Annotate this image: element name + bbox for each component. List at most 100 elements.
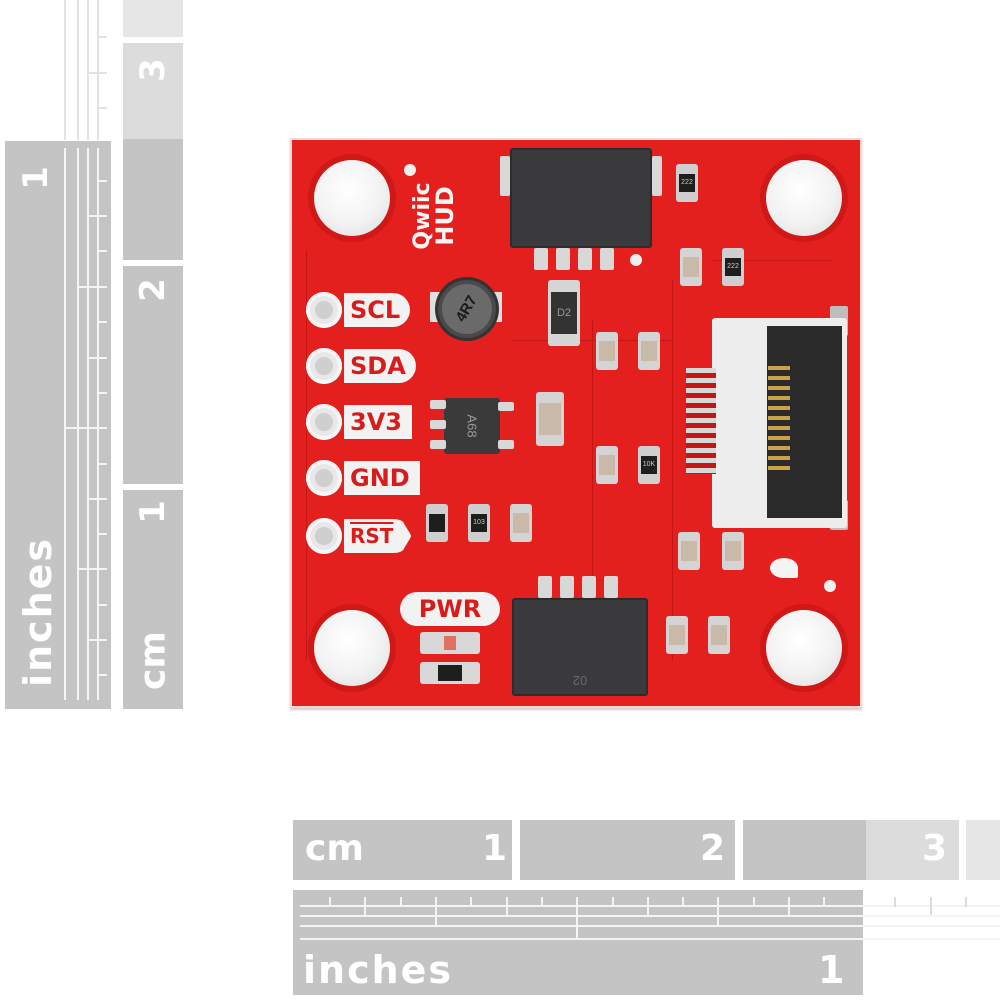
ruler-tick (89, 72, 107, 74)
led-resistor (420, 662, 480, 684)
connector-pin-pad (600, 248, 614, 270)
ruler-tick (97, 463, 107, 465)
ruler-line (64, 0, 66, 140)
connector-pin-pad (556, 248, 570, 270)
fiducial-dot (630, 254, 642, 266)
diode: D2 (548, 280, 580, 346)
ruler-line (97, 148, 99, 700)
connector-pin-pad (582, 576, 596, 598)
regulator-lead (498, 440, 514, 449)
ruler-tick (89, 498, 107, 500)
pin-label-gnd: GND (344, 461, 420, 495)
ruler-line (300, 905, 1000, 907)
ruler-tick (647, 897, 649, 915)
ruler-tick (329, 897, 331, 907)
capacitor (536, 392, 564, 446)
ruler-tick (682, 897, 684, 907)
resistor-10k: 10K (638, 446, 660, 484)
qwiic-connector-top[interactable] (500, 148, 662, 248)
pin-hole-3v3[interactable] (306, 404, 342, 440)
ruler-line (77, 148, 79, 700)
connector-pin-pad (538, 576, 552, 598)
inductor: 4R7 (432, 274, 502, 344)
left-cm-unit-label: cm (132, 631, 174, 690)
fiducial-dot (824, 580, 836, 592)
ruler-tick (506, 897, 508, 915)
left-cm-number: 3 (133, 58, 173, 82)
ruler-line (87, 148, 89, 700)
bottom-cm-number: 2 (700, 828, 726, 869)
ruler-tick (97, 250, 107, 252)
pin-hole-sda[interactable] (306, 348, 342, 384)
regulator-lead (430, 440, 446, 449)
ruler-tick (79, 568, 107, 570)
resistor-222: 222 (676, 164, 698, 202)
connector-pin-pad (534, 248, 548, 270)
mounting-hole (766, 160, 842, 236)
capacitor (722, 532, 744, 570)
ruler-line (77, 0, 79, 140)
ruler-tick (97, 36, 107, 38)
ruler-tick (97, 107, 107, 109)
ruler-tick (66, 427, 107, 429)
regulator-lead (498, 402, 514, 411)
ruler-tick (97, 674, 107, 676)
ruler-line (87, 0, 89, 140)
cm-ruler-segment (520, 820, 735, 880)
diode-marking: D2 (551, 292, 577, 334)
qwiic-connector-bottom[interactable]: 02 (512, 598, 648, 696)
ruler-tick (89, 215, 107, 217)
ruler-tick (364, 897, 366, 915)
bottom-inch-number: 1 (818, 948, 845, 992)
qwiic-hud-board: Qwiic HUD SCL SDA 3V3 GND RST 4R7 D2 A68 (290, 138, 862, 708)
pin-label-rst: RST (344, 519, 412, 553)
ruler-tick (97, 392, 107, 394)
ruler-line (300, 938, 1000, 940)
connector-pin-pad (604, 576, 618, 598)
connector-anchor (652, 156, 662, 196)
ffc-contacts (768, 366, 790, 476)
resistor (426, 504, 448, 542)
resistor-103: 103 (468, 504, 490, 542)
connector-marking: 02 (572, 673, 588, 688)
pcb-trace (712, 260, 832, 261)
capacitor (638, 332, 660, 370)
ruler-tick (576, 897, 578, 938)
ruler-line (300, 915, 1000, 917)
ffc-pins (686, 368, 716, 474)
regulator-lead (430, 420, 446, 429)
bottom-cm-number: 1 (482, 828, 508, 869)
pin-hole-rst[interactable] (306, 518, 342, 554)
ruler-line (300, 925, 1000, 927)
pin-hole-gnd[interactable] (306, 460, 342, 496)
left-cm-number: 2 (133, 278, 173, 302)
capacitor (596, 332, 618, 370)
capacitor (510, 504, 532, 542)
fiducial-dot (404, 164, 416, 176)
mounting-hole (314, 610, 390, 686)
ruler-tick (89, 639, 107, 641)
pcb-trace (306, 250, 307, 660)
pin-hole-scl[interactable] (306, 292, 342, 328)
resistor-body (438, 665, 462, 681)
connector-pin-pad (578, 248, 592, 270)
ruler-tick (89, 357, 107, 359)
cm-ruler-segment (123, 139, 183, 260)
ruler-line (97, 0, 99, 140)
led-lens (444, 636, 456, 650)
ruler-tick (400, 897, 402, 907)
ruler-tick (753, 897, 755, 907)
pin-label-3v3: 3V3 (344, 405, 412, 439)
left-cm-number: 1 (133, 500, 173, 524)
board-title: Qwiic HUD (410, 156, 459, 276)
ruler-tick (97, 533, 107, 535)
cm-ruler-segment (866, 820, 959, 880)
ruler-tick (930, 897, 932, 915)
regulator-lead (430, 400, 446, 409)
capacitor (678, 532, 700, 570)
ruler-tick (541, 897, 543, 907)
capacitor (666, 616, 688, 654)
pin-label-scl: SCL (344, 293, 411, 327)
ruler-tick (97, 321, 107, 323)
voltage-regulator: A68 (444, 398, 500, 454)
